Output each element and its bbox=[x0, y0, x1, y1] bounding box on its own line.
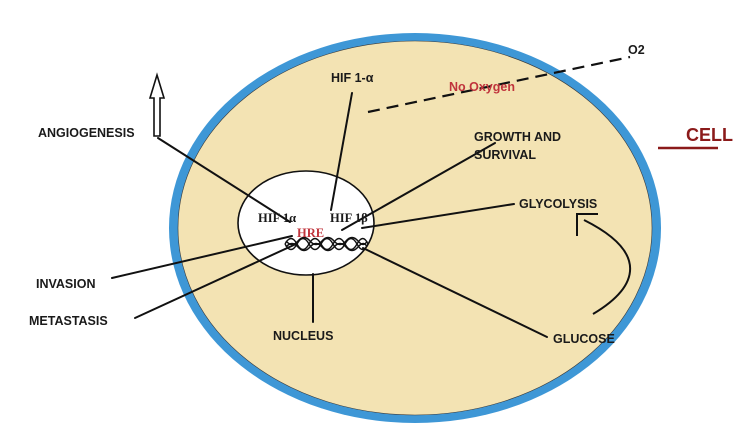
o2-dashed-line bbox=[367, 55, 631, 114]
glycolysis-pointer-line bbox=[361, 203, 515, 229]
hif1a-pointer-line bbox=[330, 92, 353, 211]
angiogenesis-pointer-line bbox=[157, 137, 291, 223]
hif1a-top-label: HIF 1-α bbox=[331, 71, 374, 85]
invasion-pointer-line bbox=[111, 235, 293, 279]
nucleus-hif1a-label: HIF 1α bbox=[258, 211, 296, 225]
dna-icon bbox=[284, 236, 369, 252]
growth-label-line1: GROWTH AND bbox=[474, 130, 561, 144]
hre-label: HRE bbox=[297, 226, 324, 240]
metastasis-pointer-line bbox=[134, 243, 297, 319]
angiogenesis-label: ANGIOGENESIS bbox=[38, 126, 135, 140]
cell-cytoplasm bbox=[177, 40, 653, 416]
metastasis-label: METASTASIS bbox=[29, 314, 108, 328]
nucleus-hif1b-label: HIF 1β bbox=[330, 211, 368, 225]
glycolysis-label: GLYCOLYSIS bbox=[519, 197, 597, 211]
curved-arrow-icon bbox=[576, 213, 631, 315]
invasion-label: INVASION bbox=[36, 277, 96, 291]
glucose-pointer-line bbox=[362, 247, 548, 338]
nucleus-label: NUCLEUS bbox=[273, 329, 333, 343]
glucose-label: GLUCOSE bbox=[553, 332, 615, 346]
cell-label: CELL bbox=[686, 125, 733, 145]
up-arrow-icon bbox=[148, 72, 166, 137]
growth-label-line2: SURVIVAL bbox=[474, 148, 536, 162]
growth-pointer-line bbox=[341, 142, 496, 231]
o2-label: O2 bbox=[628, 43, 645, 57]
no-oxygen-label: No Oxygen bbox=[449, 80, 515, 94]
